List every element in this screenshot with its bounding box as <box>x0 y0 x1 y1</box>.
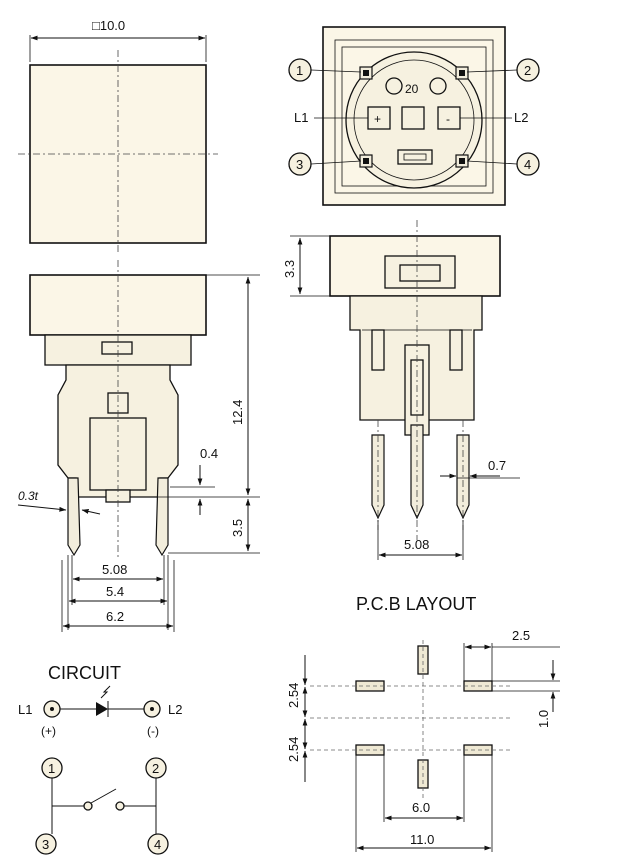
led-l2-label: L2 <box>514 110 528 125</box>
svg-text:1: 1 <box>48 761 55 776</box>
pcb-layout: P.C.B LAYOUT 2.5 2.54 2.54 1.0 6.0 <box>286 594 560 852</box>
top-view: □10.0 <box>18 18 218 255</box>
circuit-diagram: CIRCUIT L1 (+) L2 (-) 1 2 3 4 <box>18 663 182 855</box>
side-width-62-label: 6.2 <box>106 609 124 624</box>
front-pin-width-label: 0.7 <box>488 458 506 473</box>
circuit-plus-label: (+) <box>41 724 56 738</box>
switch-contact-lever <box>90 788 117 804</box>
side-thickness-label: 0.3t <box>18 489 39 503</box>
back-view: 20 + - 1 2 3 4 L1 L2 <box>288 26 540 206</box>
side-pin-length-label: 3.5 <box>230 519 245 537</box>
pcb-dim-254-top: 2.54 <box>286 683 301 708</box>
side-pin-left <box>67 477 81 557</box>
side-height-label: 12.4 <box>230 400 245 425</box>
pcb-dim-254-bottom: 2.54 <box>286 737 301 762</box>
svg-text:4: 4 <box>524 157 531 172</box>
pcb-dim-25: 2.5 <box>512 628 530 643</box>
side-width-54-label: 5.4 <box>106 584 124 599</box>
svg-text:2: 2 <box>152 761 159 776</box>
pcb-dim-60: 6.0 <box>412 800 430 815</box>
top-size-label: □10.0 <box>92 18 125 33</box>
side-pin-right <box>155 477 169 557</box>
pcb-pad-top <box>417 645 429 675</box>
svg-text:1: 1 <box>296 63 303 78</box>
plus-sign: + <box>374 112 381 126</box>
circuit-title: CIRCUIT <box>48 663 121 683</box>
led-l1-label: L1 <box>294 110 308 125</box>
svg-text:3: 3 <box>296 157 303 172</box>
front-spacing-label: 5.08 <box>404 537 429 552</box>
pcb-dim-110: 11.0 <box>410 832 434 847</box>
circuit-l2-label: L2 <box>168 702 182 717</box>
circuit-l1-label: L1 <box>18 702 32 717</box>
pcb-title: P.C.B LAYOUT <box>356 594 476 614</box>
front-cap-height-label: 3.3 <box>282 260 297 278</box>
base-center-label: 20 <box>405 82 419 96</box>
pcb-dim-10: 1.0 <box>536 710 551 728</box>
svg-text:2: 2 <box>524 63 531 78</box>
circuit-minus-label: (-) <box>147 724 159 738</box>
side-view: 12.4 3.5 0.4 0.3t 5.08 5.4 6.2 <box>17 260 260 632</box>
front-view: 3.3 0.7 5.08 <box>282 220 520 560</box>
side-width-508-label: 5.08 <box>102 562 127 577</box>
led-diode-symbol <box>96 702 108 716</box>
svg-text:4: 4 <box>154 837 161 852</box>
side-step-label: 0.4 <box>200 446 218 461</box>
circuit-node-3 <box>35 833 57 855</box>
minus-sign: - <box>446 112 450 126</box>
circuit-node-4 <box>147 833 169 855</box>
svg-text:3: 3 <box>42 837 49 852</box>
